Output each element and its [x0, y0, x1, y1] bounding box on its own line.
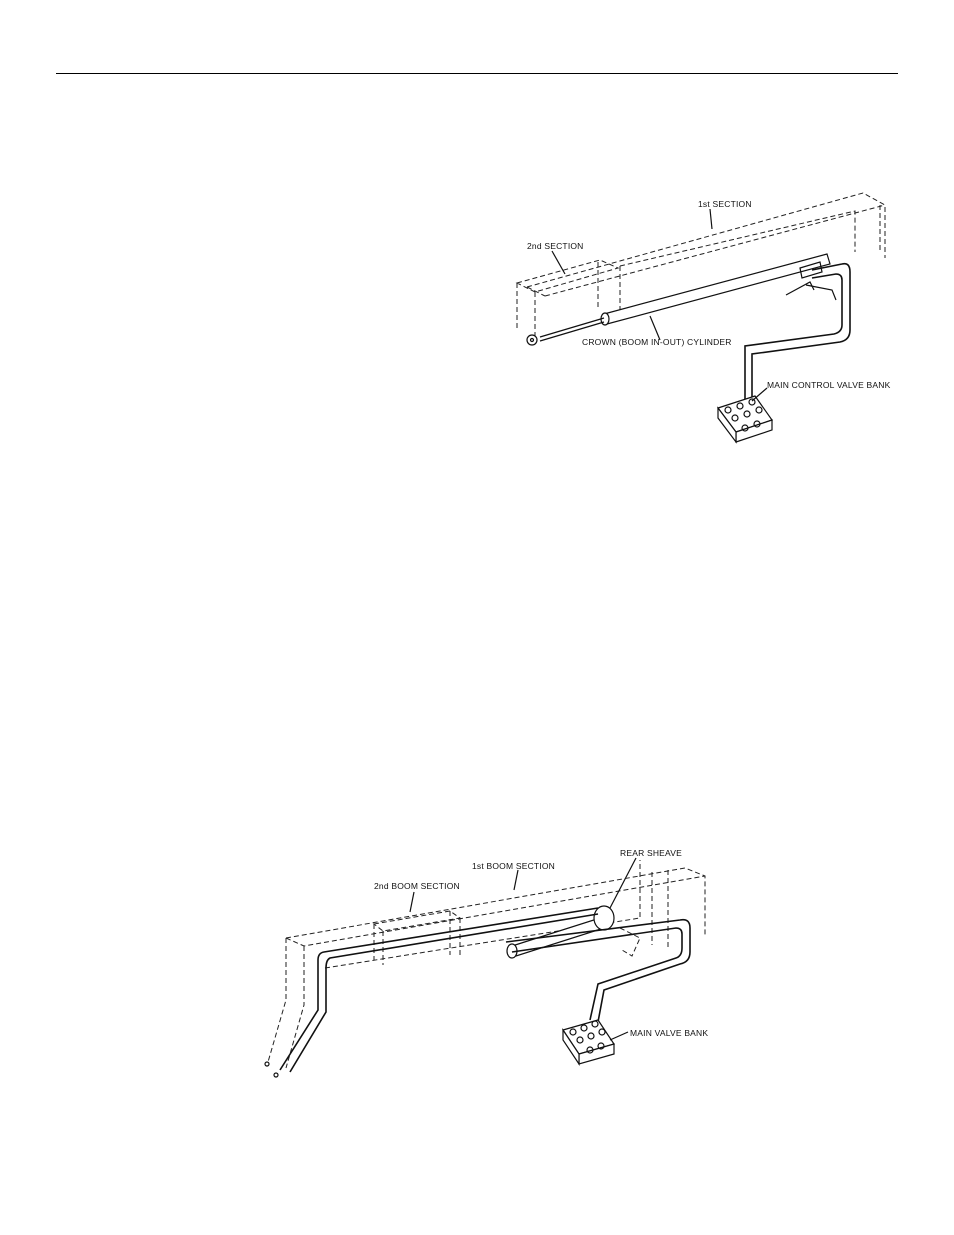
main-valve-bank [562, 1019, 615, 1066]
label-crown-cylinder: CROWN (BOOM IN-OUT) CYLINDER [582, 337, 732, 347]
label-main-valve-bank: MAIN VALVE BANK [630, 1028, 708, 1038]
crown-cylinder [526, 253, 831, 346]
hydraulic-lines-2 [279, 907, 691, 1073]
main-control-valve-bank [717, 395, 773, 444]
leader-rear-sheave [609, 857, 637, 909]
label-main-control-valve-bank: MAIN CONTROL VALVE BANK [767, 380, 891, 390]
first-section-outline [526, 192, 886, 312]
leader-main-valve-bank [609, 1031, 629, 1041]
fitting-left-1 [264, 1061, 270, 1067]
label-2nd-section: 2nd SECTION [527, 241, 584, 251]
rear-sheave [593, 905, 615, 931]
label-rear-sheave: REAR SHEAVE [620, 848, 682, 858]
leader-1st-section [709, 208, 713, 230]
leader-valve-bank-1 [751, 387, 768, 402]
header-rule [56, 73, 898, 74]
second-boom-section-outline [372, 910, 462, 965]
label-2nd-boom-section: 2nd BOOM SECTION [374, 881, 460, 891]
leader-cylinder [649, 315, 661, 341]
second-section-outline [515, 259, 620, 340]
first-boom-section-outline [267, 860, 706, 1069]
leader-2nd-section [551, 250, 566, 275]
label-1st-section: 1st SECTION [698, 199, 752, 209]
label-1st-boom-section: 1st BOOM SECTION [472, 861, 555, 871]
leader-1st-boom-section [513, 869, 519, 891]
figure-1-crown-cylinder: 1st SECTION 2nd SECTION CROWN (BOOM IN-O… [515, 192, 891, 444]
hydraulic-lines-1 [744, 262, 851, 402]
fitting-left-2 [273, 1072, 279, 1078]
figure-2-boom-sections: REAR SHEAVE 1st BOOM SECTION 2nd BOOM SE… [264, 848, 708, 1078]
leader-2nd-boom-section [409, 891, 415, 913]
